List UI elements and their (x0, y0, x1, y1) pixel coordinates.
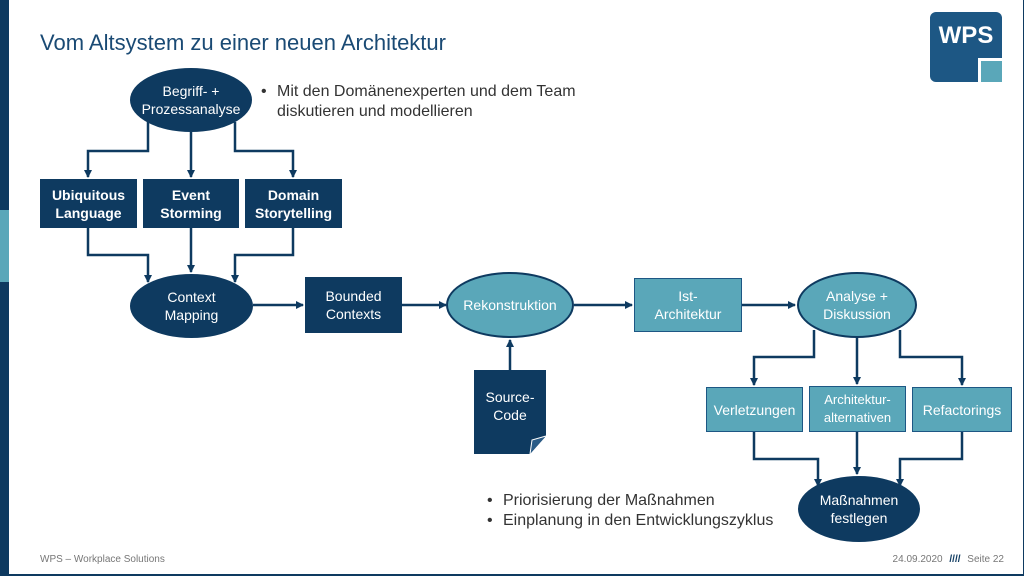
bullet-text: Mit den Domänenexperten und dem Team dis… (277, 83, 576, 120)
node-domain-storytelling: Domain Storytelling (245, 179, 342, 228)
node-architektur-alternativen: Architektur- alternativen (809, 386, 906, 432)
bullet-item: • Mit den Domänenexperten und dem Team d… (261, 82, 611, 122)
arrow-analyse-verletzungen (750, 330, 816, 386)
bullet-list-top: • Mit den Domänenexperten und dem Team d… (261, 82, 611, 122)
logo-text: WPS (938, 22, 994, 49)
arrow-analyse-refactorings (898, 330, 966, 386)
bullet-list-bottom: • Priorisierung der Maßnahmen • Einplanu… (487, 491, 807, 531)
source-code-document-shape (474, 370, 546, 454)
node-refactorings: Refactorings (912, 387, 1012, 432)
footer-meta: 24.09.2020 //// Seite 22 (893, 554, 1004, 565)
node-context-mapping: Context Mapping (130, 274, 253, 338)
node-bounded-contexts: Bounded Contexts (305, 277, 402, 333)
slide-title: Vom Altsystem zu einer neuen Architektur (40, 30, 446, 55)
arrow-refactorings-massnahmen (896, 432, 964, 487)
source-code-fold (529, 435, 547, 455)
left-frame-bar (0, 0, 9, 576)
bullet-dot: • (261, 83, 267, 100)
bullet-item: • Einplanung in den Entwicklungszyklus (487, 511, 807, 531)
arrow-begriff-domain (233, 122, 297, 178)
node-ist-architektur: Ist- Architektur (634, 278, 742, 332)
node-verletzungen: Verletzungen (706, 387, 803, 432)
footer-company: WPS – Workplace Solutions (40, 554, 165, 565)
footer-page-number: Seite 22 (967, 554, 1004, 565)
logo-square (978, 58, 1002, 82)
arrow-verletzungen-massnahmen (752, 432, 822, 487)
node-event-storming: Event Storming (143, 179, 239, 228)
bullet-text: Einplanung in den Entwicklungszyklus (503, 512, 774, 529)
footer-date: 24.09.2020 (892, 554, 943, 565)
footer-separator: //// (949, 554, 961, 565)
node-analyse-diskussion: Analyse + Diskussion (797, 272, 917, 338)
left-frame-accent (0, 210, 9, 282)
node-source-code: Source- Code (485, 389, 535, 423)
bullet-item: • Priorisierung der Maßnahmen (487, 491, 807, 511)
node-ubiquitous-language: Ubiquitous Language (40, 179, 137, 228)
bullet-text: Priorisierung der Maßnahmen (503, 492, 715, 509)
node-massnahmen-festlegen: Maßnahmen festlegen (798, 476, 920, 542)
wps-logo: WPS (930, 12, 1002, 82)
arrow-ubiquitous-context (86, 228, 152, 283)
bullet-dot: • (487, 492, 493, 509)
arrow-begriff-ubiquitous (84, 122, 150, 178)
node-begriff-prozessanalyse: Begriff- + Prozessanalyse (130, 68, 252, 132)
bullet-dot: • (487, 512, 493, 529)
node-rekonstruktion: Rekonstruktion (446, 272, 574, 338)
bottom-frame-line (0, 574, 1024, 576)
arrow-domain-context (231, 228, 295, 283)
